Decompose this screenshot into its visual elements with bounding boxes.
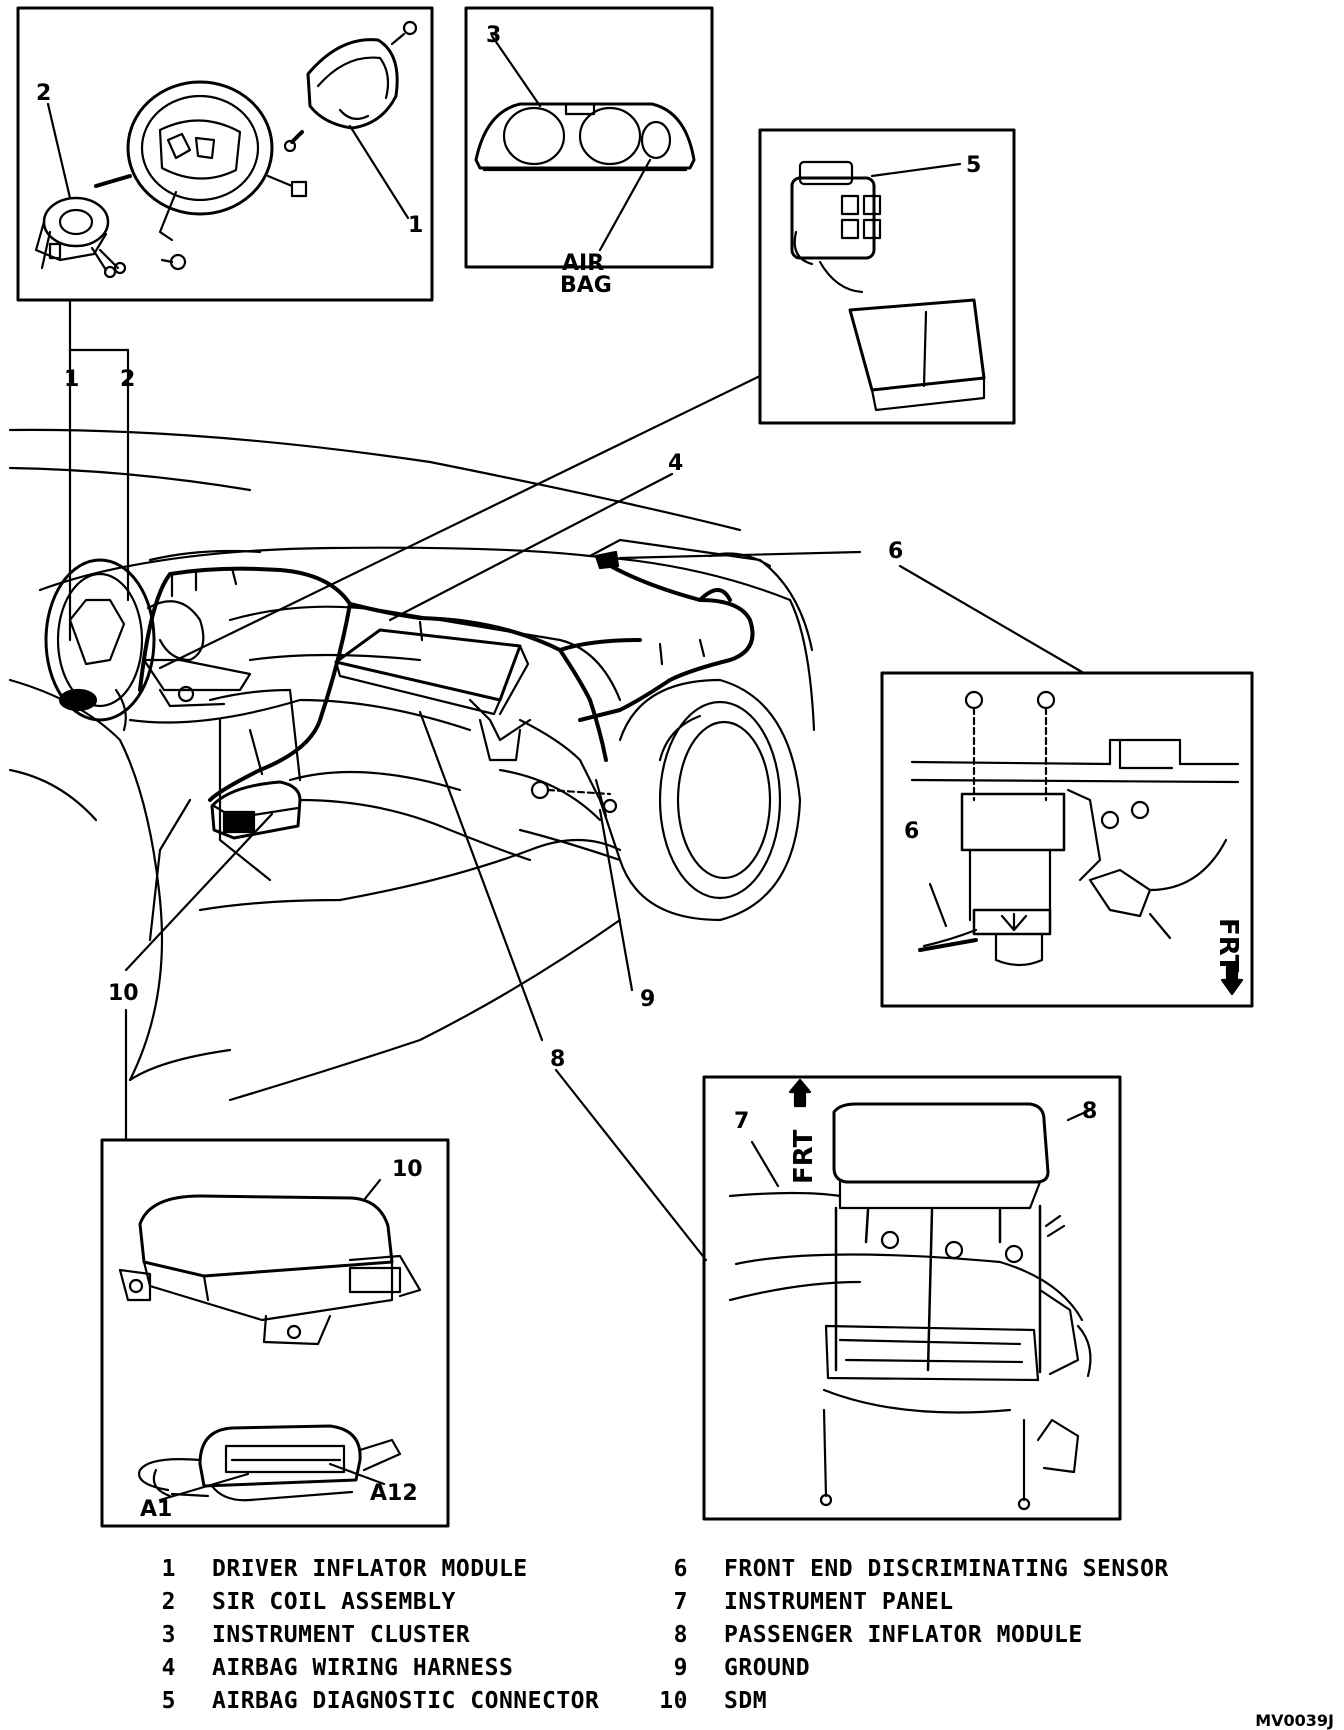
callout-10-main: 10 [108, 981, 139, 1006]
callout-7-inset: 7 [734, 1109, 749, 1134]
legend-number: 3 [161, 1622, 176, 1648]
legend-label: AIRBAG DIAGNOSTIC CONNECTOR [212, 1688, 600, 1714]
callout-6-main: 6 [888, 539, 903, 564]
legend-item: 10 SDM [640, 1688, 1169, 1721]
inset-driver-module [16, 6, 434, 302]
callout-1-main: 1 [64, 367, 79, 392]
callout-6-inset: 6 [904, 819, 919, 844]
airbag-label-line2: BAG [560, 273, 612, 298]
connector-pin-a1: A1 [140, 1497, 172, 1522]
legend-right-column: 6 FRONT END DISCRIMINATING SENSOR 7 INSTRU… [640, 1556, 1169, 1721]
callout-4: 4 [668, 451, 683, 476]
legend-number: 8 [673, 1622, 688, 1648]
frt-label-passenger-inset: FRT [789, 1129, 819, 1184]
figure-id: MV0039J [1255, 1711, 1334, 1730]
legend-number: 6 [673, 1556, 688, 1582]
legend-label: AIRBAG WIRING HARNESS [212, 1655, 514, 1681]
callout-8-main: 8 [550, 1047, 565, 1072]
legend-item: 1 DRIVER INFLATOR MODULE [128, 1556, 599, 1589]
legend-number: 2 [161, 1589, 176, 1615]
inset-discriminating-sensor [880, 671, 1254, 1008]
callout-10-inset: 10 [392, 1157, 423, 1182]
frt-label-sensor-inset: FRT [1213, 918, 1243, 973]
connector-pin-a12: A12 [370, 1481, 418, 1506]
legend-number: 4 [161, 1655, 176, 1681]
inset-diagnostic-connector [758, 128, 1016, 425]
legend-label: FRONT END DISCRIMINATING SENSOR [724, 1556, 1169, 1582]
callout-5: 5 [966, 153, 981, 178]
legend-number: 5 [161, 1688, 176, 1714]
legend-number: 1 [161, 1556, 176, 1582]
inset-passenger-module [702, 1075, 1122, 1521]
legend-number: 9 [673, 1655, 688, 1681]
legend-item: 4 AIRBAG WIRING HARNESS [128, 1655, 599, 1688]
callout-labels: 1 2 3 AIR BAG 5 1 2 4 6 6 10 9 8 7 8 10 … [36, 23, 1243, 1522]
legend-number: 10 [659, 1688, 688, 1714]
legend-label: SIR COIL ASSEMBLY [212, 1589, 456, 1615]
inset-instrument-cluster [464, 6, 714, 269]
legend-item: 7 INSTRUMENT PANEL [640, 1589, 1169, 1622]
legend-label: PASSENGER INFLATOR MODULE [724, 1622, 1083, 1648]
inset-sdm [100, 1138, 450, 1528]
legend-number: 7 [673, 1589, 688, 1615]
callout-2-main: 2 [120, 367, 135, 392]
legend-item: 8 PASSENGER INFLATOR MODULE [640, 1622, 1169, 1655]
legend-label: DRIVER INFLATOR MODULE [212, 1556, 528, 1582]
callout-3: 3 [486, 23, 501, 48]
legend-label: GROUND [724, 1655, 811, 1681]
callout-2-inset: 2 [36, 81, 51, 106]
dashboard-main-view [8, 298, 1084, 1262]
callout-9: 9 [640, 987, 655, 1012]
legend-item: 6 FRONT END DISCRIMINATING SENSOR [640, 1556, 1169, 1589]
legend-item: 5 AIRBAG DIAGNOSTIC CONNECTOR [128, 1688, 599, 1721]
callout-8-inset: 8 [1082, 1099, 1097, 1124]
legend-item: 3 INSTRUMENT CLUSTER [128, 1622, 599, 1655]
legend-label: INSTRUMENT PANEL [724, 1589, 954, 1615]
legend-label: INSTRUMENT CLUSTER [212, 1622, 471, 1648]
legend-left-column: 1 DRIVER INFLATOR MODULE 2 SIR COIL ASSEMB… [128, 1556, 599, 1721]
legend-label: SDM [724, 1688, 768, 1714]
callout-1-inset: 1 [408, 213, 423, 238]
legend-item: 2 SIR COIL ASSEMBLY [128, 1589, 599, 1622]
airbag-label-line1: AIR [562, 251, 604, 276]
legend-item: 9 GROUND [640, 1655, 1169, 1688]
